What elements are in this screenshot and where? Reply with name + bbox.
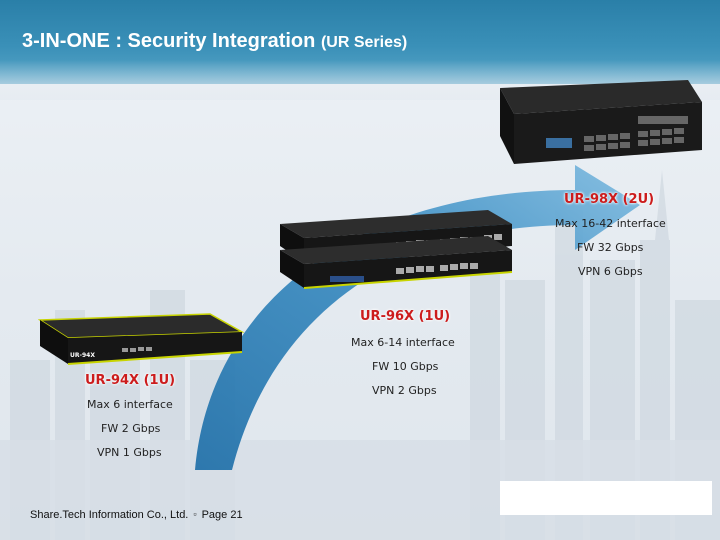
ur-98x-model-label: UR-98X (2U) [564,192,655,207]
title-main: 3-IN-ONE : Security Integration [22,30,321,52]
footer-page-number: Page 21 [201,509,243,521]
slide-title: 3-IN-ONE : Security Integration (UR Seri… [22,30,407,53]
ur-94x-spec-fw: FW 2 Gbps [101,422,161,435]
ur-96x-appliance-image [280,210,513,289]
ur-98x-spec-fw: FW 32 Gbps [577,241,644,254]
blank-panel [500,481,712,515]
ur-94x-appliance-image: UR-94X [38,313,244,365]
ur-94x-spec-vpn: VPN 1 Gbps [97,446,162,459]
ur-96x-spec-fw: FW 10 Gbps [372,360,439,373]
footer-company: Share.Tech Information Co., Ltd. [30,509,189,521]
ur-98x-appliance-image [500,80,702,164]
ur-96x-model-label: UR-96X (1U) [360,309,451,324]
title-sub: (UR Series) [320,34,408,51]
ur-96x-spec-vpn: VPN 2 Gbps [372,384,437,397]
slide-footer: Share.Tech Information Co., Ltd. ▫ Page 21 [30,509,243,521]
ur-94x-spec-interface: Max 6 interface [87,398,173,411]
ur-94x-model-label: UR-94X (1U) [85,373,176,388]
footer-separator: ▫ [193,509,197,519]
ur-96x-spec-interface: Max 6-14 interface [351,336,455,349]
ur-98x-spec-vpn: VPN 6 Gbps [578,265,643,278]
ur-94x-device-badge: UR-94X [70,352,95,359]
ur-98x-spec-interface: Max 16-42 interface [555,217,666,230]
